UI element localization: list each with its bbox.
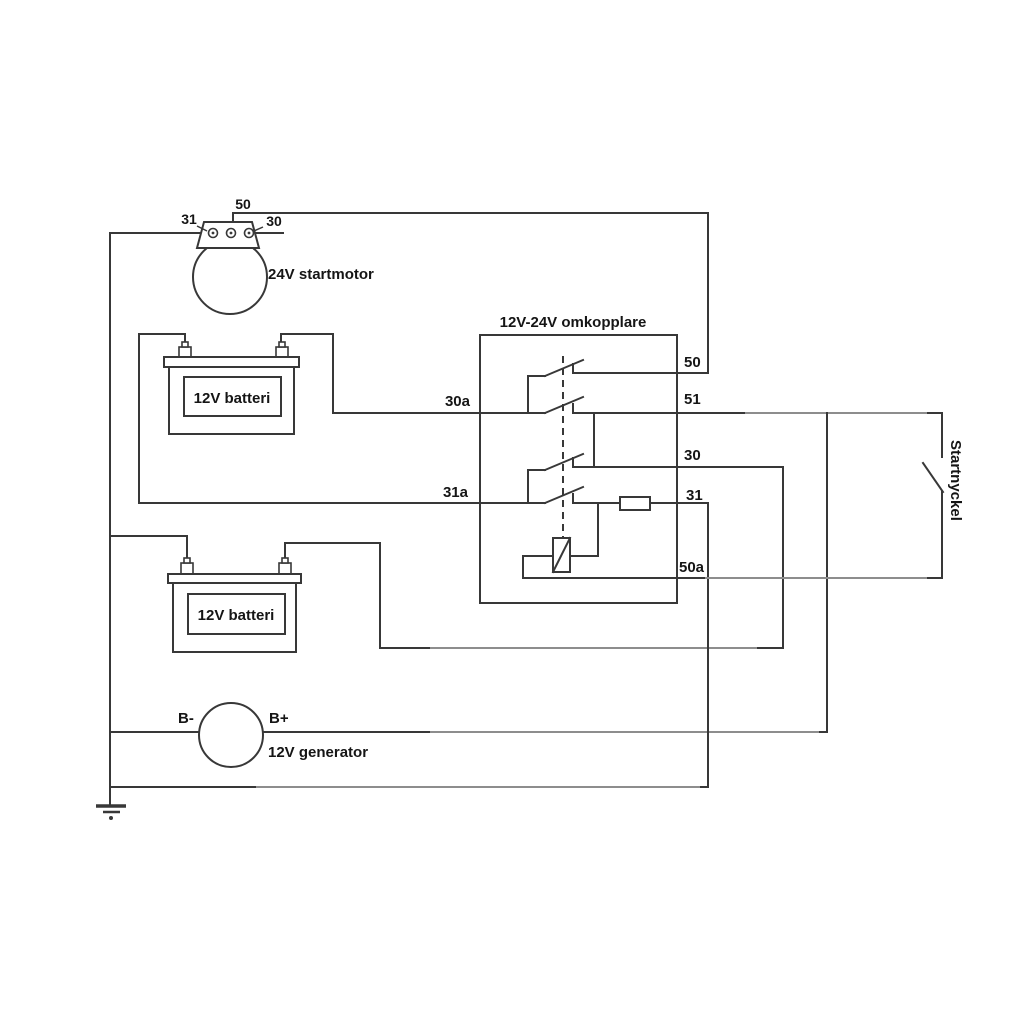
switch-box — [479, 334, 678, 604]
switch-box-outline — [479, 334, 678, 604]
relay-coil-diagonal — [551, 536, 572, 574]
startmotor-label: 24V startmotor — [268, 266, 374, 283]
terminal-51-label: 51 — [684, 391, 701, 408]
label-leader-31 — [196, 225, 208, 232]
ground-symbol — [96, 804, 126, 820]
terminal-50a-label: 50a — [679, 559, 705, 576]
battery-bottom-lid — [167, 573, 302, 584]
wire-battery1-neg — [138, 333, 186, 504]
wire-50-startmotor-to-box — [232, 212, 709, 374]
ground-dot — [109, 816, 113, 820]
contact-30 — [527, 452, 585, 504]
terminal-50-label: 50 — [684, 354, 701, 371]
terminal-dot — [229, 231, 233, 235]
battery-top — [163, 341, 300, 435]
wires — [109, 212, 943, 807]
generator — [198, 702, 264, 768]
battery-top-neg-cap — [181, 341, 189, 348]
terminal-dot — [247, 231, 251, 235]
battery-bottom-neg-post — [180, 562, 194, 575]
battery-bottom — [167, 557, 302, 653]
startmotor-terminal-31-label: 31 — [181, 211, 197, 227]
terminal-dot — [211, 231, 215, 235]
startmotor-terminal-30-label: 30 — [266, 213, 282, 229]
startmotor-body — [192, 239, 268, 315]
startmotor — [192, 221, 268, 315]
wire-coil-left — [522, 555, 554, 579]
switch-box-title: 12V-24V omkopplare — [500, 314, 647, 331]
terminal-30a-label: 30a — [445, 393, 471, 410]
battery-bottom-pos-cap — [281, 557, 289, 564]
label-leader-30 — [253, 226, 264, 232]
contact-30-blade — [543, 452, 585, 472]
battery-bottom-label-plate — [187, 593, 286, 635]
wire-31-to-bottom — [649, 502, 709, 788]
battery-top-pos-cap — [278, 341, 286, 348]
terminal-30-label: 30 — [684, 447, 701, 464]
generator-bplus-label: B+ — [269, 710, 289, 727]
start-key-label: Startnyckel — [947, 440, 964, 521]
battery-top-label: 12V batteri — [194, 390, 271, 407]
start-key-blade — [921, 461, 945, 494]
battery-top-lid — [163, 356, 300, 368]
battery-bottom-pos-post — [278, 562, 292, 575]
wire-battery2-neg — [109, 535, 188, 559]
battery-bottom-neg-cap — [183, 557, 191, 564]
generator-bminus-label: B- — [178, 710, 194, 727]
fuse — [619, 496, 651, 511]
contact-50 — [527, 358, 585, 414]
start-key-switch — [921, 412, 945, 579]
battery-bottom-label: 12V batteri — [198, 607, 275, 624]
wire-battery2-pos — [284, 542, 431, 649]
wire-battery1-pos — [280, 333, 334, 414]
wire-coil-right — [569, 502, 599, 557]
terminal-31a-label: 31a — [443, 484, 469, 501]
terminal-31-label: 31 — [686, 487, 703, 504]
generator-label: 12V generator — [268, 744, 368, 761]
startmotor-terminal-50-label: 50 — [235, 196, 251, 212]
battery-top-label-plate — [183, 376, 282, 417]
generator-body — [198, 702, 264, 768]
labels: 31 50 30 24V startmotor 12V batteri 12V … — [178, 196, 964, 761]
